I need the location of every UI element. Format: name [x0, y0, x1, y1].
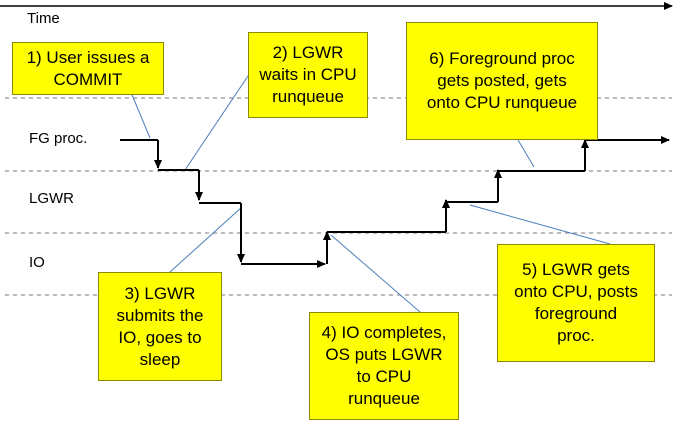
leader-line-5: [469, 204, 611, 245]
lane-label-io: IO: [29, 254, 45, 271]
callout-lgwr-submits-io: 3) LGWR submits the IO, goes to sleep: [98, 272, 222, 381]
leader-line-2: [184, 72, 251, 171]
callout-user-issues-commit: 1) User issues a COMMIT: [12, 42, 164, 95]
callout-io-completes: 4) IO completes, OS puts LGWR to CPU run…: [309, 312, 459, 420]
leader-line-6: [517, 139, 535, 168]
callout-lgwr-waits-runqueue: 2) LGWR waits in CPU runqueue: [248, 32, 368, 118]
leader-line-1: [129, 89, 151, 139]
time-axis-label: Time: [27, 10, 60, 27]
lane-label-lgwr: LGWR: [29, 190, 74, 207]
callout-lgwr-posts-foreground: 5) LGWR gets onto CPU, posts foreground …: [497, 244, 655, 362]
lane-label-fg-proc: FG proc.: [29, 130, 88, 147]
leader-line-3: [169, 206, 243, 273]
callout-foreground-posted: 6) Foreground proc gets posted, gets ont…: [406, 22, 598, 140]
leader-line-4: [330, 234, 421, 313]
